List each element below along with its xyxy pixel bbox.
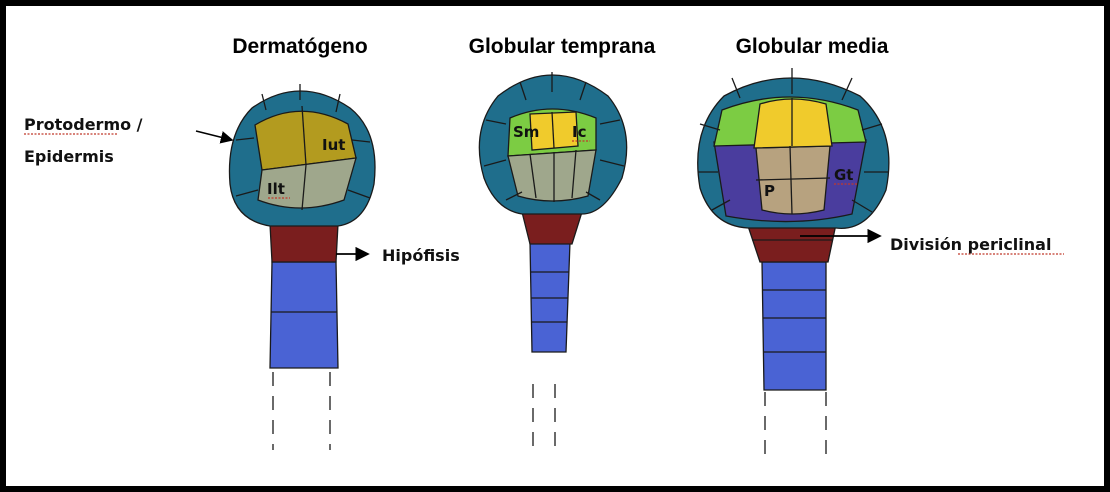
cell-label-sm: Sm (513, 123, 539, 141)
cell-label-iut: Iut (322, 136, 345, 154)
cell-label-ilt: Ilt (267, 180, 285, 198)
suspensor-cells (762, 262, 826, 390)
cell-label-p: P (764, 182, 775, 200)
embryo-globular-media (698, 68, 889, 458)
cell-label-ic: Ic (572, 123, 586, 141)
embryo-globular-temprana (479, 72, 626, 448)
arrow-protodermo (196, 131, 232, 140)
label-protodermo: Protodermo / (24, 115, 143, 134)
stage-title-globular-media: Globular media (736, 35, 889, 58)
label-division-periclinal: División periclinal (890, 235, 1051, 254)
stage-title-globular-temprana: Globular temprana (469, 35, 656, 58)
cell-label-gt: Gt (834, 166, 853, 184)
label-hipofisis: Hipófisis (382, 246, 460, 265)
embryo-dermatogeno (229, 84, 375, 450)
suspensor-cells (530, 242, 570, 352)
lower-tier-cells (508, 150, 596, 201)
stage-title-dermatogeno: Dermatógeno (232, 35, 367, 58)
suspensor-cells (270, 262, 338, 368)
label-epidermis: Epidermis (24, 147, 114, 166)
upper-tier-central (754, 99, 832, 148)
